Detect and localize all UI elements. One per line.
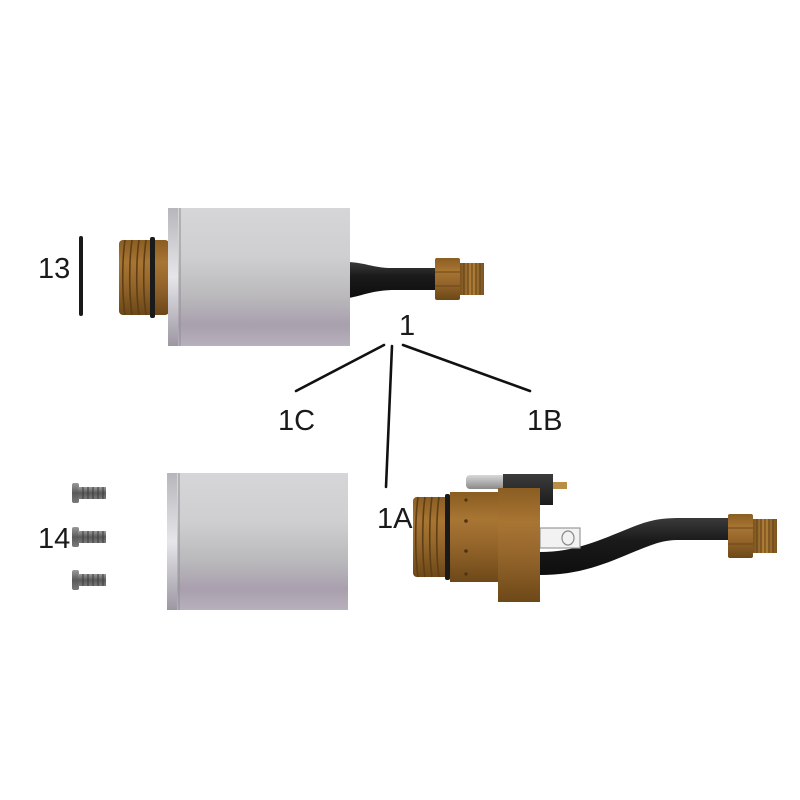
hex-nut-bottom [728, 514, 753, 558]
connector-tip [553, 482, 567, 489]
brass-body-ring [450, 492, 502, 582]
sleeve-top-rim [168, 208, 180, 346]
guide-pin [466, 475, 506, 489]
callout-1B: 1B [527, 405, 562, 437]
leader-1A [384, 344, 394, 489]
callout-14: 14 [38, 523, 70, 555]
leader-1C [294, 343, 386, 393]
o-ring-part [79, 236, 83, 316]
callout-1A: 1A [377, 503, 413, 535]
callout-1C: 1C [278, 405, 315, 437]
torch-body-with-hose [413, 474, 777, 602]
hose-bottom [540, 518, 735, 575]
callout-13: 13 [38, 253, 70, 285]
screw-1 [72, 483, 106, 503]
screws [72, 483, 106, 590]
assembled-torch-head [119, 208, 484, 346]
sleeve-part [167, 473, 348, 610]
callout-1: 1 [399, 310, 415, 342]
brass-body-block [498, 488, 540, 602]
hose-top [345, 262, 440, 298]
sleeve-top [178, 208, 350, 346]
hex-nut-top [435, 258, 460, 300]
screw-3 [72, 570, 106, 590]
o-ring-bottom [445, 494, 450, 580]
screw-2 [72, 527, 106, 547]
leader-1B [401, 343, 532, 393]
o-ring-seated [150, 237, 155, 318]
